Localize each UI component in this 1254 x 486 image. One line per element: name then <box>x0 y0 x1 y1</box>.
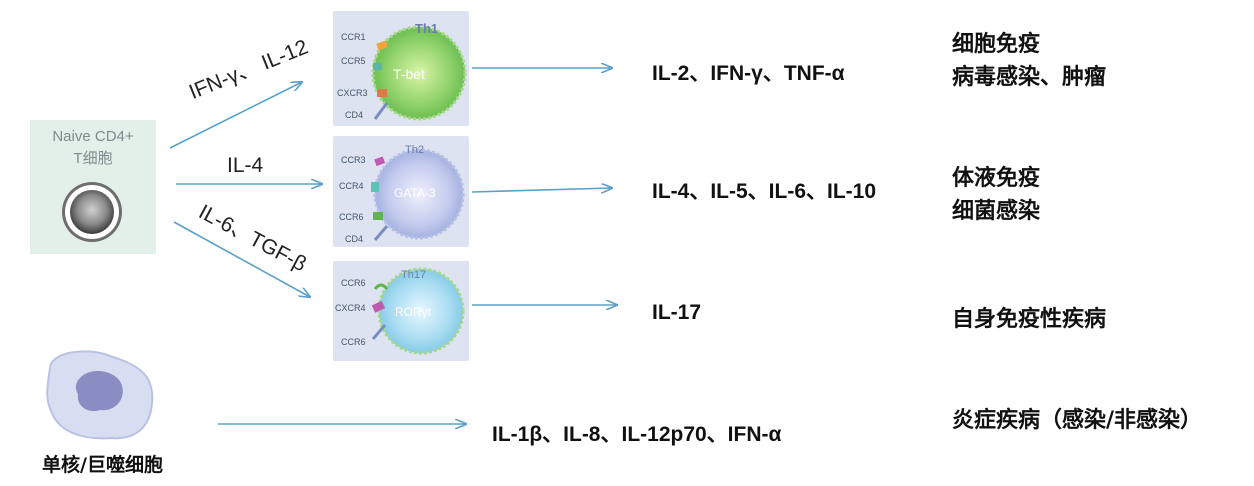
th2-function-1: 体液免疫 <box>952 166 1041 191</box>
th17-cytokines: IL-17 <box>652 301 702 324</box>
th1-receptor-marker-4 <box>373 102 389 120</box>
th1-receptor-marker-1 <box>376 40 389 51</box>
naive-cell-label-line2: T细胞 <box>73 150 113 167</box>
monocyte-label: 单核/巨噬细胞 <box>42 454 163 476</box>
th1-cell-card: Th1 T-bet CCR1 CCR5 CXCR3 CD4 <box>333 11 469 126</box>
th2-receptor-2: CCR4 <box>339 181 364 191</box>
th1-cytokines: IL-2、IFN-γ、TNF-α <box>652 62 845 85</box>
th2-receptor-1: CCR3 <box>341 155 366 165</box>
th1-receptor-2: CCR5 <box>341 56 366 66</box>
th1-transcription-factor: T-bet <box>393 66 425 82</box>
th1-function-2: 病毒感染、肿瘤 <box>952 65 1107 90</box>
th2-name: Th2 <box>405 144 424 156</box>
naive-cd4-cell-box: Naive CD4+ T细胞 <box>30 120 156 254</box>
th2-cytokines: IL-4、IL-5、IL-6、IL-10 <box>652 180 877 203</box>
th2-receptor-marker-4 <box>373 225 389 241</box>
th2-receptor-marker-3 <box>373 212 383 220</box>
th17-receptor-2: CXCR4 <box>335 303 366 313</box>
th1-receptor-3: CXCR3 <box>337 88 368 98</box>
th17-receptor-marker-1 <box>373 283 389 290</box>
th17-receptor-1: CCR6 <box>341 278 366 288</box>
th17-transcription-factor: RORγt <box>395 305 432 319</box>
th1-receptor-marker-2 <box>373 63 382 70</box>
monocyte-image <box>40 348 158 442</box>
monocyte-cytokines: IL-1β、IL-8、IL-12p70、IFN-α <box>492 423 782 446</box>
th17-function-1: 自身免疫性疾病 <box>952 307 1107 332</box>
th17-cell-card: Th17 RORγt CCR6 CXCR4 CCR6 <box>333 261 469 361</box>
monocyte-function-1: 炎症疾病（感染/非感染） <box>952 408 1203 433</box>
th2-receptor-3: CCR6 <box>339 212 364 222</box>
th1-receptor-marker-3 <box>377 89 387 97</box>
arrow-naive-to-th1 <box>169 82 302 149</box>
th1-functions: 细胞免疫 病毒感染、肿瘤 <box>952 28 1106 94</box>
th17-functions: 自身免疫性疾病 <box>952 303 1106 336</box>
monocyte-functions: 炎症疾病（感染/非感染） <box>952 404 1202 437</box>
th17-receptor-3: CCR6 <box>341 337 366 347</box>
th2-receptor-4: CD4 <box>345 234 363 244</box>
th17-receptor-marker-3 <box>371 324 387 340</box>
arrow-th2-to-cytokines <box>471 188 612 192</box>
th17-name: Th17 <box>401 269 426 281</box>
th2-functions: 体液免疫 细菌感染 <box>952 162 1040 228</box>
th2-cell-card: Th2 GATA-3 CCR3 CCR4 CCR6 CD4 <box>333 136 469 247</box>
th1-receptor-4: CD4 <box>345 110 363 120</box>
arrow-label-th2: IL-4 <box>227 154 264 177</box>
th2-receptor-marker-2 <box>371 182 379 192</box>
th1-receptor-1: CCR1 <box>341 32 366 42</box>
th17-receptor-marker-2 <box>371 300 386 313</box>
arrow-naive-to-th17 <box>173 221 310 297</box>
th1-name: Th1 <box>415 21 438 36</box>
th1-function-1: 细胞免疫 <box>952 32 1041 57</box>
naive-cell-label-line1: Naive CD4+ <box>52 128 134 145</box>
th2-receptor-marker-1 <box>374 156 386 167</box>
naive-cell-icon <box>62 182 122 242</box>
th2-transcription-factor: GATA-3 <box>394 186 436 200</box>
th2-function-2: 细菌感染 <box>952 199 1041 224</box>
